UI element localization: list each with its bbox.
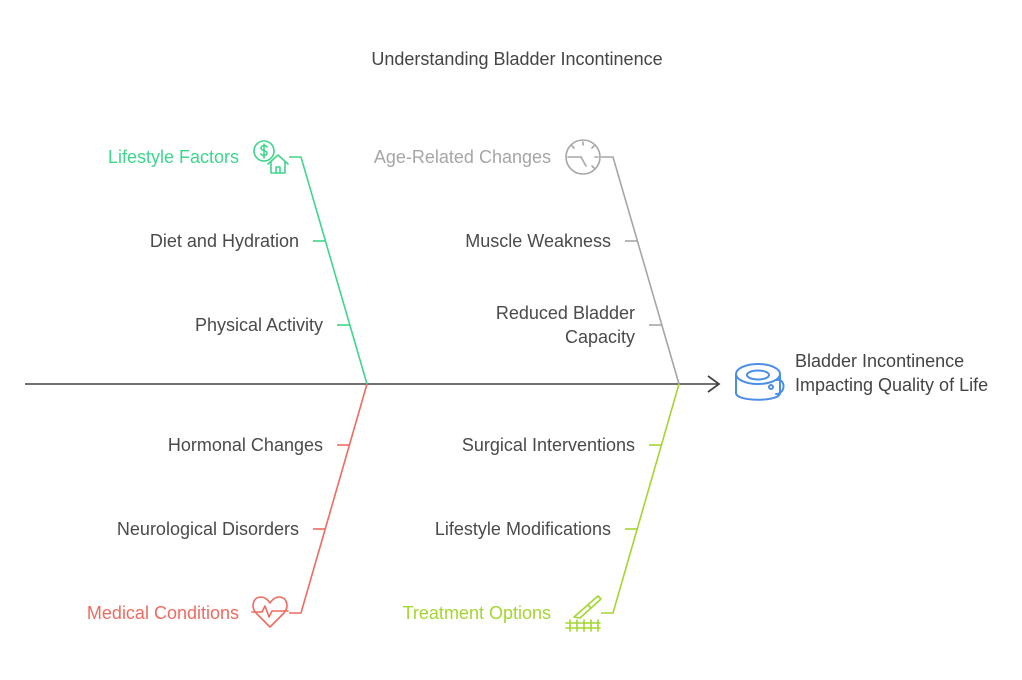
spine-arrowhead	[707, 375, 721, 393]
cause-surgical-interventions: Surgical Interventions	[461, 435, 635, 455]
cause-lifestyle-modifications: Lifestyle Modifications	[434, 519, 611, 539]
clock-gauge-icon	[565, 139, 601, 175]
category-age-label: Age-Related Changes	[373, 147, 551, 167]
diagram-title: Understanding Bladder Incontinence	[371, 49, 663, 69]
heartbeat-icon	[251, 596, 289, 628]
potty-icon	[735, 363, 785, 401]
scalpel-icon	[565, 595, 602, 632]
cause-hormonal-changes: Hormonal Changes	[167, 435, 323, 455]
category-medical-label: Medical Conditions	[86, 603, 239, 623]
cause-diet-hydration: Diet and Hydration	[149, 231, 299, 251]
effect-label: Bladder Incontinence Impacting Quality o…	[795, 351, 989, 395]
branch-lifestyle	[289, 156, 368, 385]
branch-treatment	[601, 383, 680, 614]
cause-neurological-disorders: Neurological Disorders	[116, 519, 299, 539]
branch-medical	[289, 383, 368, 614]
category-lifestyle-label: Lifestyle Factors	[107, 147, 239, 167]
category-treatment-label: Treatment Options	[402, 603, 551, 623]
money-house-icon	[253, 140, 289, 174]
branch-age	[601, 156, 680, 385]
cause-muscle-weakness: Muscle Weakness	[465, 231, 611, 251]
cause-physical-activity: Physical Activity	[194, 315, 323, 335]
cause-reduced-bladder-capacity: Reduced Bladder Capacity	[495, 303, 635, 347]
